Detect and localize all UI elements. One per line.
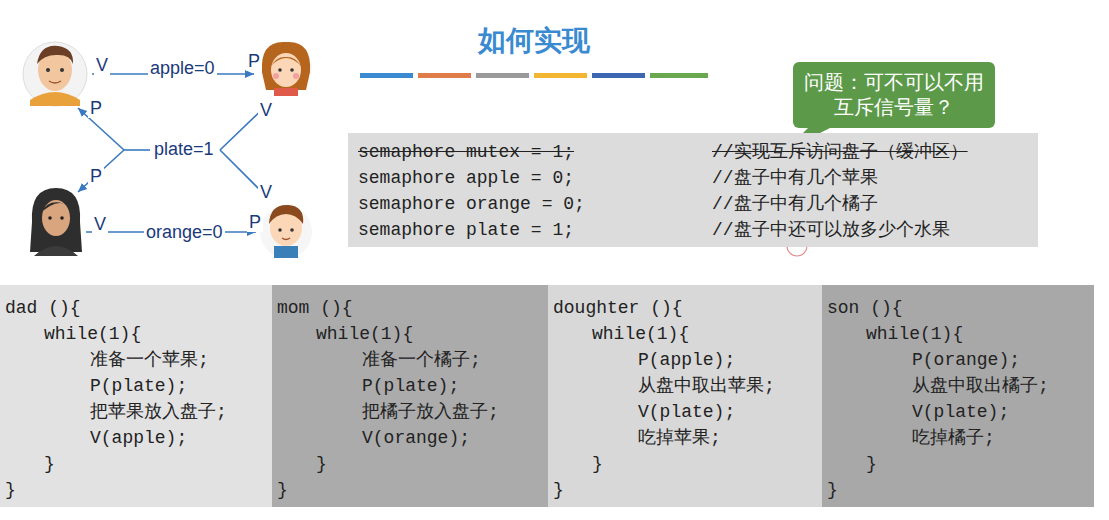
color-bars (360, 73, 708, 78)
code-line: P(plate); (90, 375, 187, 397)
diagram-label: plate=1 (152, 139, 216, 159)
dad-code: dad (){ while(1){ 准备一个苹果; P(plate); 把苹果放入盘子;… (0, 285, 272, 507)
semaphore-line: //盘子中有几个苹果 (712, 167, 878, 189)
code-line: } (44, 453, 55, 475)
semaphore-line: semaphore apple = 0; (358, 167, 574, 189)
code-line: while(1){ (866, 323, 963, 345)
diagram-label: V (258, 182, 274, 202)
diagram-label: P (88, 98, 104, 118)
slide-title: 如何实现 (478, 22, 590, 60)
code-line: while(1){ (316, 323, 413, 345)
daughter-code: doughter (){ while(1){ P(apple); 从盘中取出苹果; V(… (548, 285, 822, 507)
diagram-label: V (94, 55, 110, 75)
question-callout: 问题：可不可以不用互斥信号量？ (793, 62, 995, 128)
diagram-label: P (247, 212, 263, 232)
son-code: son (){ while(1){ P(orange); 从盘中取出橘子; V(plat… (822, 285, 1094, 507)
code-line: 把橘子放入盘子; (362, 401, 499, 423)
code-line: } (866, 453, 877, 475)
semaphore-arrows (78, 74, 270, 232)
code-line: mom (){ (277, 297, 353, 319)
semaphore-line: semaphore mutex = 1; (358, 141, 574, 163)
code-line: 准备一个苹果; (90, 349, 209, 371)
code-line: 把苹果放入盘子; (90, 401, 227, 423)
semaphore-line: //盘子中有几个橘子 (712, 193, 878, 215)
code-line: } (827, 479, 838, 501)
semaphore-line: semaphore orange = 0; (358, 193, 585, 215)
code-line: 吃掉橘子; (912, 427, 995, 449)
code-line: P(apple); (638, 349, 735, 371)
daughter-avatar (260, 42, 312, 96)
code-line: V(plate); (638, 401, 735, 423)
mom-code: mom (){ while(1){ 准备一个橘子; P(plate); 把橘子放入盘子;… (272, 285, 548, 507)
diagram-label: orange=0 (144, 222, 225, 242)
dad-avatar (23, 42, 87, 106)
code-line: } (277, 479, 288, 501)
diagram-label: P (88, 166, 104, 186)
mom-avatar (30, 188, 82, 256)
code-line: dad (){ (5, 297, 81, 319)
code-line: V(apple); (90, 427, 187, 449)
diagram-label: V (92, 214, 108, 234)
code-line: } (5, 479, 16, 501)
code-line: P(plate); (362, 375, 459, 397)
code-line: } (553, 479, 564, 501)
code-line: V(orange); (362, 427, 470, 449)
code-line: } (316, 453, 327, 475)
semaphore-line: //实现互斥访问盘子（缓冲区） (712, 141, 968, 163)
code-line: while(1){ (44, 323, 141, 345)
code-line: 吃掉苹果; (638, 427, 721, 449)
son-avatar (260, 205, 312, 258)
code-line: P(orange); (912, 349, 1020, 371)
callout-text: 问题：可不可以不用互斥信号量？ (799, 70, 989, 120)
diagram-label: apple=0 (148, 58, 217, 78)
code-line: V(plate); (912, 401, 1009, 423)
code-line: 准备一个橘子; (362, 349, 481, 371)
diagram-label: P (246, 51, 262, 71)
semaphore-line: semaphore plate = 1; (358, 219, 574, 241)
semaphore-box: semaphore mutex = 1; //实现互斥访问盘子（缓冲区） semap… (348, 133, 1038, 247)
diagram-label: V (258, 100, 274, 120)
code-line: doughter (){ (553, 297, 683, 319)
code-line: son (){ (827, 297, 903, 319)
code-line: 从盘中取出橘子; (912, 375, 1049, 397)
code-line: 从盘中取出苹果; (638, 375, 775, 397)
code-line: while(1){ (592, 323, 689, 345)
code-line: } (592, 453, 603, 475)
semaphore-line: //盘子中还可以放多少个水果 (712, 219, 950, 241)
